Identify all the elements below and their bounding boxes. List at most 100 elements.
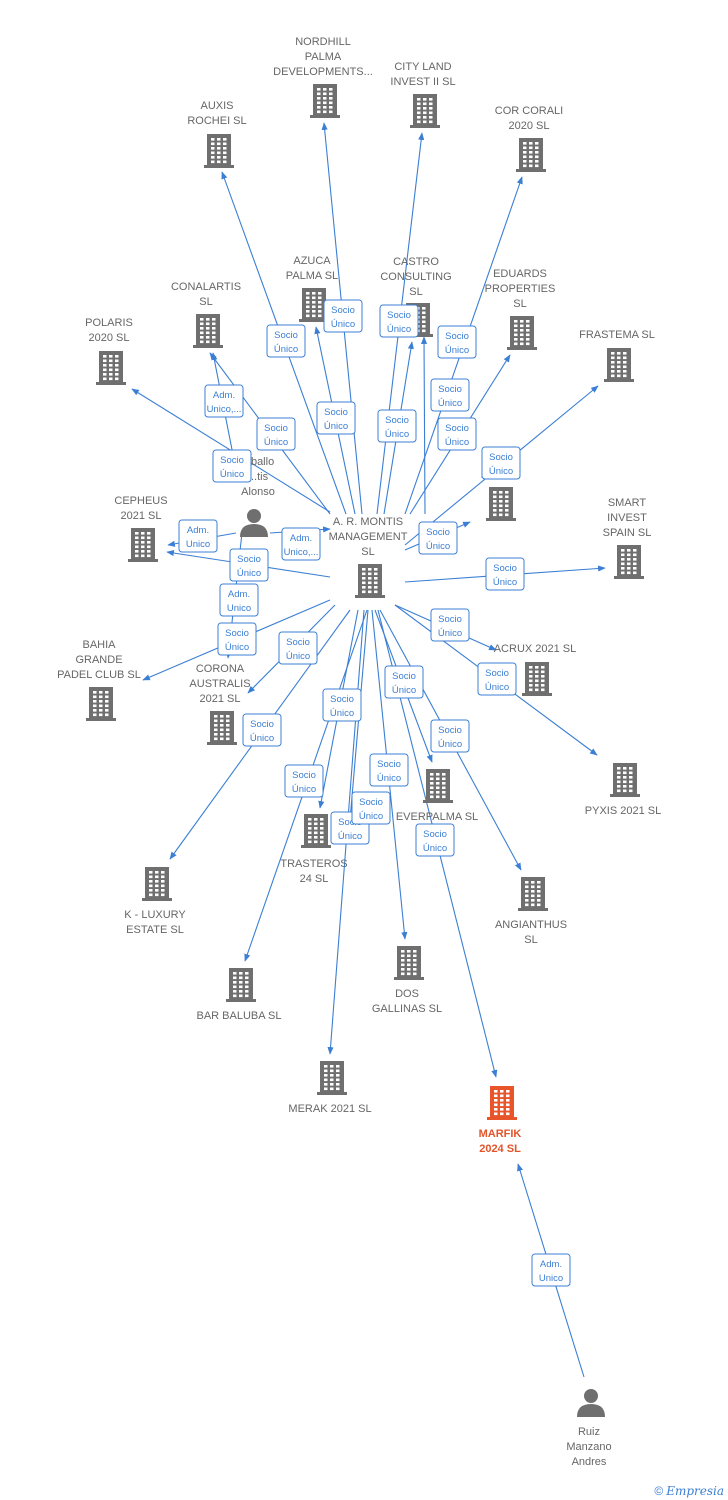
node-pyxis[interactable]: PYXIS 2021 SL	[585, 763, 661, 817]
building-window	[245, 972, 249, 975]
node-bar-baluba[interactable]: BAR BALUBA SL	[197, 968, 282, 1022]
building-window	[499, 509, 503, 512]
node-nordhill[interactable]: NORDHILLPALMADEVELOPMENTS...	[273, 36, 373, 118]
relation-badge-box	[430, 719, 470, 753]
relation-badge[interactable]: Adm.Unico	[178, 519, 218, 553]
building-window	[336, 1065, 340, 1068]
building-icon	[604, 348, 634, 382]
relation-badge-label: Único	[489, 466, 513, 477]
building-base	[487, 1117, 517, 1120]
relation-badge[interactable]: Adm.Unico,...	[281, 527, 321, 561]
building-window	[537, 890, 541, 893]
building-window	[417, 111, 421, 115]
building-window	[93, 709, 97, 712]
building-window	[623, 361, 627, 364]
building-window	[617, 767, 621, 770]
building-window	[617, 370, 621, 373]
relation-badge-box	[212, 449, 252, 483]
building-window	[422, 311, 426, 315]
building-window	[200, 327, 204, 330]
relation-badge[interactable]: Adm.Unico	[531, 1253, 571, 1287]
node-merak[interactable]: MERAK 2021 SL	[288, 1061, 372, 1115]
building-window	[320, 822, 324, 826]
building-window	[514, 338, 518, 341]
building-window	[323, 110, 327, 114]
building-window	[115, 368, 119, 372]
node-label: COR CORALI	[495, 105, 563, 117]
relation-badge-label: Socio	[438, 384, 462, 395]
node-frastema[interactable]: FRASTEMA SL	[579, 329, 655, 382]
relation-badge-box	[229, 548, 269, 582]
building-window	[617, 365, 621, 369]
empresia-credit[interactable]: ©Empresia	[654, 1484, 724, 1498]
building-window	[200, 331, 204, 335]
relation-badge-label: Socio	[377, 759, 401, 770]
building-window	[535, 164, 539, 168]
building-icon	[142, 867, 172, 901]
building-icon	[193, 314, 223, 348]
building-window	[627, 571, 631, 575]
building-icon	[423, 769, 453, 803]
relation-badge-label: Único	[445, 437, 469, 448]
building-window	[368, 577, 372, 580]
building-window	[623, 785, 627, 788]
node-label: CASTRO	[393, 256, 439, 268]
building-window	[226, 719, 230, 723]
node-everpalma[interactable]: EVERPALMA SL	[396, 769, 478, 823]
building-window	[617, 356, 621, 360]
relation-badge[interactable]: Adm.Unico,...	[204, 384, 244, 418]
building-window	[245, 990, 249, 993]
building-window	[206, 327, 210, 330]
node-acrux[interactable]: ACRUX 2021 SL	[494, 643, 577, 696]
building-window	[214, 737, 218, 741]
building-window	[214, 715, 218, 718]
relation-badge[interactable]: Adm.Unico	[219, 583, 259, 617]
building-window	[422, 329, 426, 333]
relation-badge-label: Socio	[220, 455, 244, 466]
